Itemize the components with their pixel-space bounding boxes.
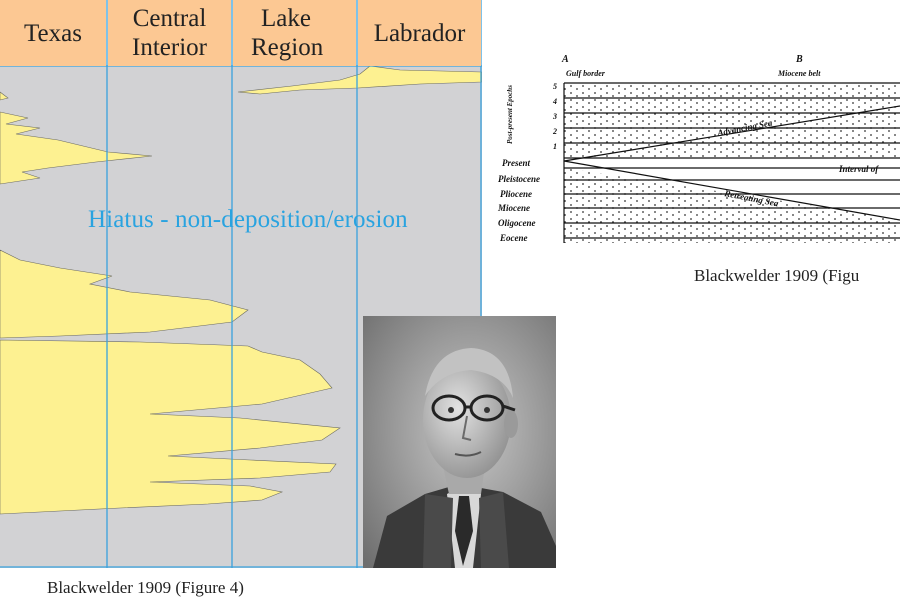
column-header-texas: Texas (0, 0, 106, 66)
deposit-texas-middle (0, 111, 153, 185)
column-label: Texas (24, 19, 82, 47)
point-b-label: B (795, 54, 803, 65)
epoch-number: 1 (553, 142, 557, 151)
gulf-border-label: Gulf border (566, 69, 606, 78)
epoch-number: 5 (553, 82, 557, 91)
column-dividers (0, 0, 482, 568)
epoch-label: Eocene (499, 233, 528, 243)
interval-label: Interval of (838, 164, 879, 174)
epoch-label: Present (502, 158, 530, 168)
deposit-lake-region-top (237, 65, 482, 95)
column-header-lake-region: Lake Region (233, 0, 356, 66)
epoch-label: Pleistocene (498, 174, 540, 184)
epoch-number: 3 (552, 112, 557, 121)
caption-left: Blackwelder 1909 (Figure 4) (47, 578, 244, 597)
deposit-texas-upper (0, 91, 9, 101)
epoch-number: 2 (552, 127, 557, 136)
column-label: Lake Region (251, 5, 324, 61)
axis-title: Post-present Epochs (506, 85, 514, 144)
blackwelder-figure: A B Gulf border Miocene belt Post-presen… (496, 48, 900, 256)
epoch-label: Miocene (497, 203, 530, 213)
advancing-retreating-sea-diagram: A B Gulf border Miocene belt Post-presen… (497, 54, 900, 243)
deposit-central-lower (0, 339, 341, 515)
epoch-number: 4 (552, 97, 557, 106)
deposit-texas-lower (0, 249, 249, 339)
epoch-label: Oligocene (498, 218, 536, 228)
column-label: Labrador (373, 19, 466, 47)
hiatus-label: Hiatus - non-deposition/erosion (88, 206, 408, 233)
column-header-central-interior: Central Interior (108, 0, 231, 66)
column-label: Central Interior (132, 5, 207, 61)
portrait-photo (363, 316, 556, 568)
epoch-label: Pliocene (500, 189, 532, 199)
miocene-belt-label: Miocene belt (777, 69, 821, 78)
caption-right: Blackwelder 1909 (Figu (694, 266, 860, 285)
column-header-labrador: Labrador (358, 0, 481, 66)
point-a-label: A (561, 54, 569, 65)
person-portrait-icon (363, 316, 556, 568)
